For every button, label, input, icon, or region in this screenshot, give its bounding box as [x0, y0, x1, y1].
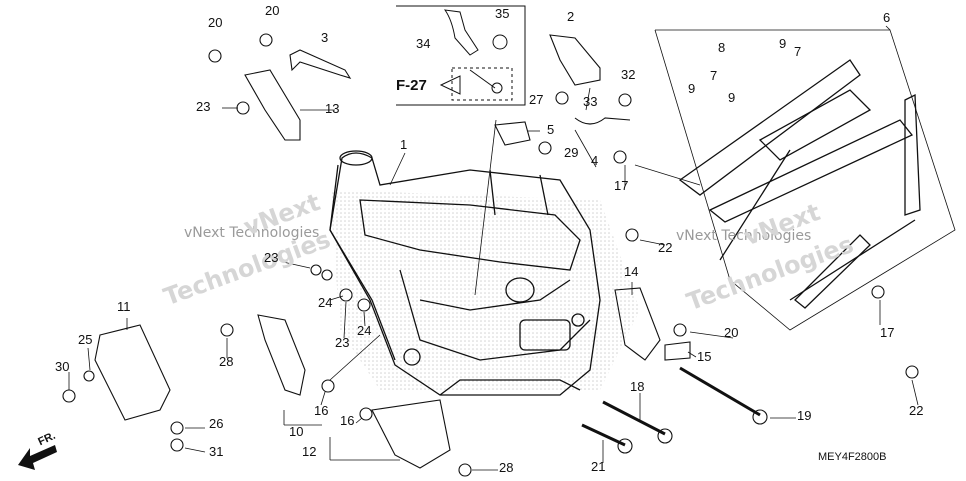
callout-34: 34 [416, 36, 431, 51]
callout-35: 35 [495, 6, 510, 21]
callout-6: 6 [883, 10, 891, 25]
callout-1: 1 [400, 137, 408, 152]
callout-10: 10 [289, 424, 304, 439]
callout-22: 22 [909, 403, 924, 418]
watermark-small-2: vNext Technologies [676, 228, 812, 244]
callout-9: 9 [728, 90, 736, 105]
inset-reference-label: F-27 [396, 77, 427, 94]
callout-19: 19 [797, 408, 812, 423]
diagram-code: MEY4F2800B [818, 451, 887, 463]
callout-8: 8 [718, 40, 726, 55]
callout-11: 11 [117, 299, 131, 314]
callout-7: 7 [710, 68, 718, 83]
callout-16: 16 [340, 413, 355, 428]
sub-frame [654, 29, 956, 331]
callout-5: 5 [547, 122, 555, 137]
callout-18: 18 [630, 379, 645, 394]
callout-24: 24 [318, 295, 333, 310]
callout-13: 13 [325, 101, 340, 116]
callout-32: 32 [621, 67, 636, 82]
callout-23: 23 [196, 99, 211, 114]
callout-23: 23 [335, 335, 350, 350]
leader-lines [68, 25, 919, 471]
callout-24: 24 [357, 323, 372, 338]
callout-4: 4 [591, 153, 599, 168]
inset-box [396, 5, 526, 106]
callout-25: 25 [78, 332, 93, 347]
watermark-small-1: vNext Technologies [184, 225, 320, 241]
callout-31: 31 [209, 444, 224, 459]
callout-14: 14 [624, 264, 639, 279]
callout-29: 29 [564, 145, 579, 160]
callout-22: 22 [658, 240, 673, 255]
front-arrow-icon [18, 445, 57, 470]
callout-12: 12 [302, 444, 317, 459]
callout-17: 17 [614, 178, 629, 193]
callout-20: 20 [265, 3, 280, 18]
small-parts [94, 34, 691, 469]
main-frame [329, 150, 601, 396]
callout-15: 15 [697, 349, 712, 364]
callout-28: 28 [219, 354, 234, 369]
callout-20: 20 [208, 15, 223, 30]
callout-9: 9 [779, 36, 787, 51]
frame-shading [330, 190, 640, 390]
callout-26: 26 [209, 416, 224, 431]
callout-23: 23 [264, 250, 279, 265]
callout-2: 2 [567, 9, 575, 24]
callout-21: 21 [591, 459, 606, 474]
callout-7: 7 [794, 44, 802, 59]
callout-30: 30 [55, 359, 70, 374]
callout-17: 17 [880, 325, 895, 340]
long-bolts [581, 366, 761, 447]
bolts [62, 33, 919, 477]
callout-33: 33 [583, 94, 598, 109]
callout-9: 9 [688, 81, 696, 96]
callout-28: 28 [499, 460, 514, 475]
callout-20: 20 [724, 325, 739, 340]
callout-16: 16 [314, 403, 329, 418]
callout-3: 3 [321, 30, 329, 45]
callout-27: 27 [529, 92, 544, 107]
